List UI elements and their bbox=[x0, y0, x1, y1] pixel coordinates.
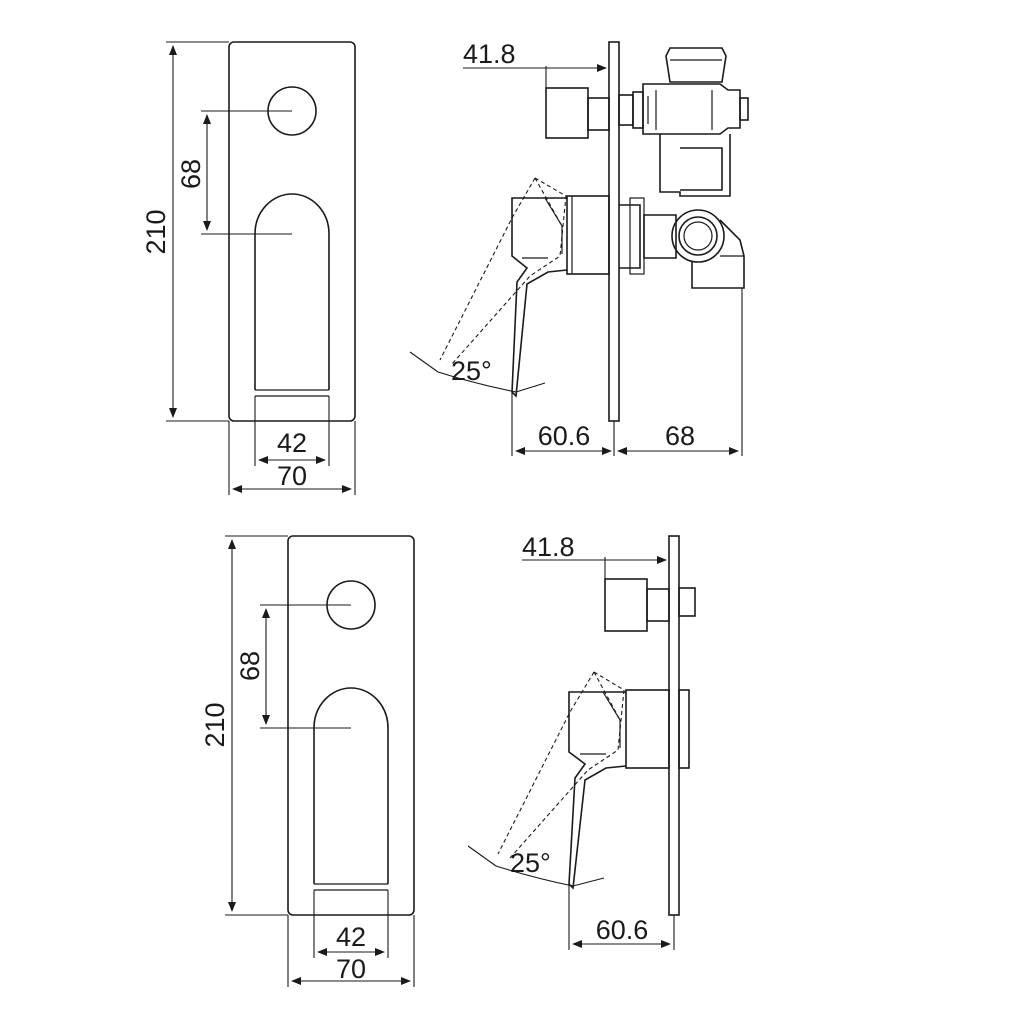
cover-plate-outline bbox=[228, 41, 356, 422]
bottom-front-view: 210 68 42 70 bbox=[200, 535, 415, 987]
lever-handle-outline bbox=[254, 193, 330, 390]
height-label: 210 bbox=[141, 209, 171, 254]
rear-housing bbox=[678, 689, 690, 769]
diverter-knob bbox=[604, 578, 648, 632]
lever-rotated-outline bbox=[451, 177, 567, 365]
diverter-knob bbox=[545, 87, 589, 139]
top-dimension-label: 41.8 bbox=[522, 532, 575, 562]
diverter-spindle bbox=[587, 97, 610, 131]
outer-width-label: 70 bbox=[336, 954, 366, 984]
valve-body bbox=[618, 47, 749, 197]
cartridge-housing bbox=[625, 689, 670, 769]
diverter-spindle bbox=[646, 588, 670, 622]
angle-label: 25° bbox=[451, 356, 492, 386]
cartridge-housing bbox=[566, 195, 610, 275]
inner-width-label: 42 bbox=[277, 428, 307, 458]
height-label: 210 bbox=[200, 702, 230, 747]
body-depth-label: 68 bbox=[665, 421, 695, 451]
lever-rotated-outline bbox=[509, 671, 625, 859]
depth-label: 60.6 bbox=[538, 421, 591, 451]
bottom-side-view: 25° 41.8 60.6 bbox=[467, 532, 696, 950]
depth-label: 60.6 bbox=[596, 915, 649, 945]
wall-plate bbox=[608, 41, 620, 422]
lever-handle bbox=[568, 691, 627, 890]
top-front-view: 210 68 42 70 bbox=[141, 41, 356, 495]
outer-width-label: 70 bbox=[277, 461, 307, 491]
top-side-view: 25° 41.8 60.6 68 bbox=[409, 39, 749, 456]
lever-handle bbox=[511, 197, 568, 398]
spacing-label: 68 bbox=[235, 651, 265, 681]
wall-plate bbox=[668, 535, 680, 916]
lever-handle-outline bbox=[313, 687, 389, 884]
angle-label: 25° bbox=[510, 848, 551, 878]
cover-plate-outline bbox=[287, 535, 415, 916]
spacing-label: 68 bbox=[176, 159, 206, 189]
rear-stub bbox=[678, 587, 696, 617]
inner-width-label: 42 bbox=[336, 922, 366, 952]
outlet-port bbox=[619, 197, 745, 289]
top-dimension-label: 41.8 bbox=[463, 39, 516, 69]
